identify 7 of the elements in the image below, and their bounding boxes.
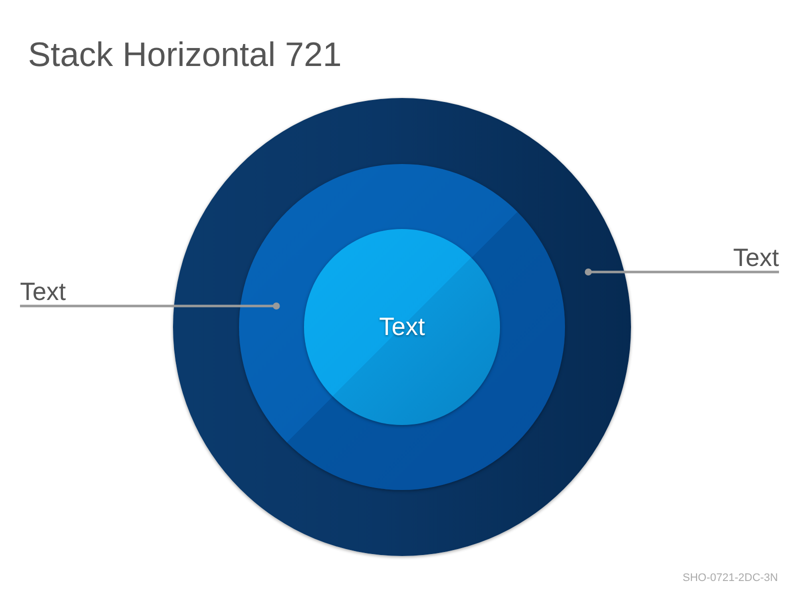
- leader-line: [584, 268, 779, 276]
- title: Stack Horizontal 721: [28, 36, 342, 75]
- center-text: Text: [379, 312, 425, 342]
- callout-text: Text: [20, 278, 68, 306]
- callout-text: Text: [731, 244, 779, 272]
- code-label: SHO-0721-2DC-3N: [682, 572, 778, 584]
- leader-line: [20, 302, 280, 310]
